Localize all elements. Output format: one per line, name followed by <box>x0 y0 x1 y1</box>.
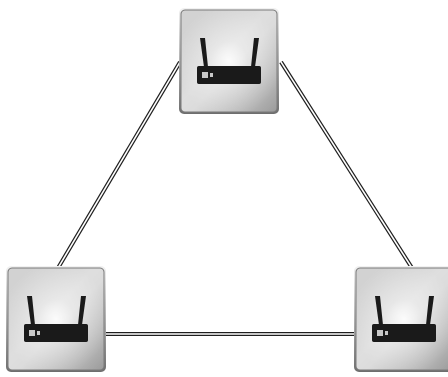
link-top-to-bottom-right <box>279 60 414 270</box>
router-node-bottom-left[interactable] <box>6 266 106 372</box>
router-node-top[interactable] <box>179 8 279 114</box>
wireless-router-icon <box>179 8 279 114</box>
wireless-router-icon <box>6 266 106 372</box>
wireless-router-icon <box>354 266 448 372</box>
router-node-bottom-right[interactable] <box>354 266 448 372</box>
link-top-to-bottom-left <box>56 60 182 270</box>
links-layer <box>56 60 414 336</box>
